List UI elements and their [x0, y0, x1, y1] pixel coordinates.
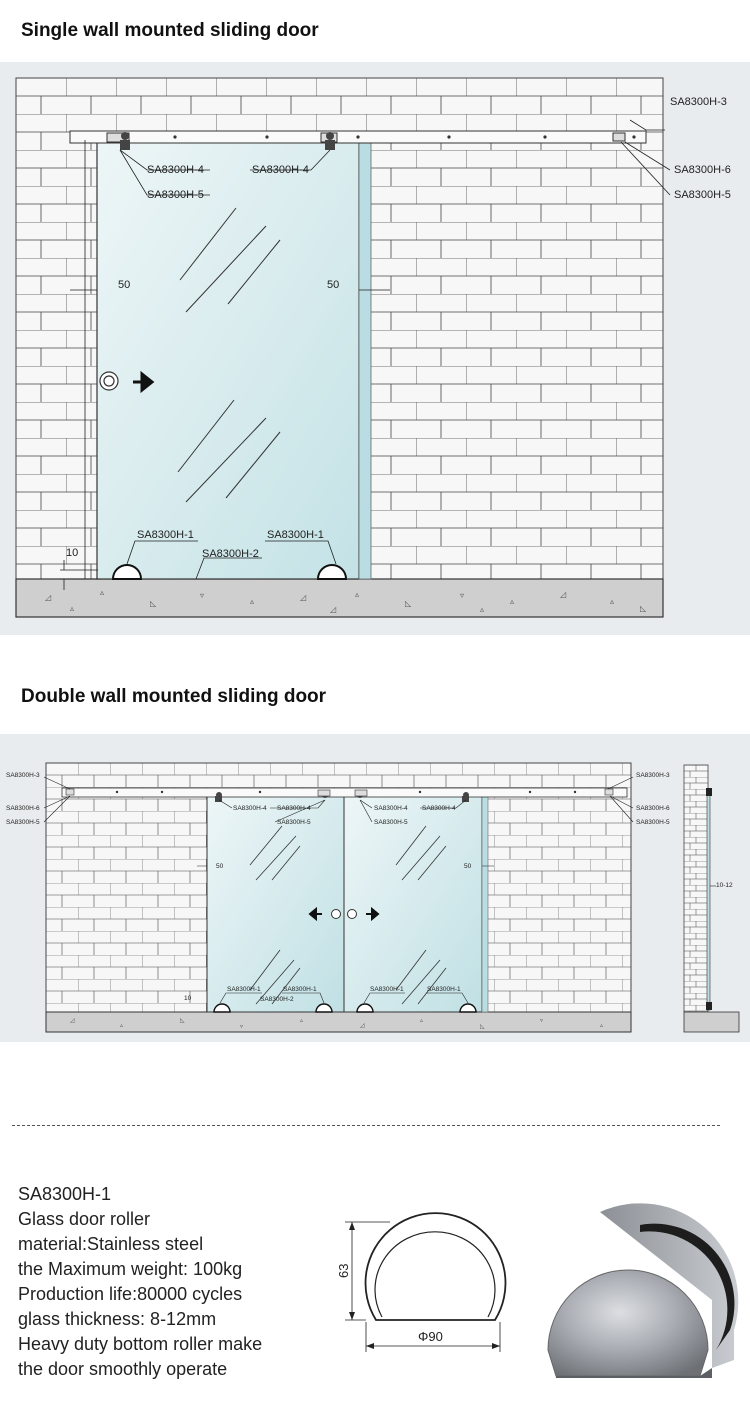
rollers — [213, 1003, 477, 1013]
spec-name: Glass door roller — [18, 1209, 151, 1229]
label-roller-a: SA8300H-1 — [227, 986, 261, 993]
label-hanger-b: SA8300H-4 — [277, 805, 311, 812]
svg-text:◺: ◺ — [405, 599, 412, 608]
label-hanger-a: SA8300H-4 — [233, 805, 267, 812]
label-hanger-d: SA8300H-4 — [422, 805, 456, 812]
roller-right — [316, 564, 348, 580]
svg-text:▵: ▵ — [420, 1018, 423, 1024]
label-roller-right: SA8300H-1 — [267, 529, 324, 541]
svg-text:▵: ▵ — [120, 1023, 123, 1029]
svg-text:▵: ▵ — [480, 605, 484, 614]
hanger-left — [106, 132, 130, 150]
label-hanger-left-b: SA8300H-5 — [147, 189, 204, 201]
door-handles — [308, 906, 380, 922]
svg-text:◿: ◿ — [45, 593, 52, 602]
label-guide: SA8300H-2 — [260, 996, 294, 1003]
roller-technical-drawing: 63 Φ90 — [336, 1212, 507, 1352]
dim-floor-gap: 10 — [184, 995, 192, 1002]
roller-product-photo — [547, 1203, 739, 1378]
roller-left — [111, 564, 143, 580]
label-stopper: SA8300H-6 — [674, 164, 731, 176]
svg-text:▵: ▵ — [250, 597, 254, 606]
svg-text:◺: ◺ — [150, 599, 157, 608]
spec-material: material:Stainless steel — [18, 1234, 204, 1254]
dim-width: Φ90 — [418, 1329, 443, 1344]
label-roller-b: SA8300H-1 — [283, 986, 317, 993]
svg-text:◿: ◿ — [70, 1018, 75, 1024]
svg-text:▿: ▿ — [460, 591, 464, 600]
svg-text:▿: ▿ — [540, 1018, 543, 1024]
side-section-wall — [683, 764, 709, 1013]
spec-production-life: Production life:80000 cycles — [18, 1284, 243, 1304]
label-left-6: SA8300H-6 — [6, 805, 40, 812]
label-top-right: SA8300H-3 — [670, 96, 727, 108]
svg-text:◿: ◿ — [330, 605, 337, 614]
spec-max-weight: the Maximum weight: 100kg — [18, 1259, 243, 1279]
svg-text:◿: ◿ — [360, 1023, 365, 1029]
single-door-diagram: ◿▵◺▿ ▵◿▵◺ ▿▵◿▵ ▵◿▵◺ 50 50 10 S — [0, 62, 750, 635]
section-divider — [12, 1125, 720, 1126]
top-track — [61, 787, 628, 798]
label-hanger-mid: SA8300H-4 — [252, 164, 309, 176]
label-hanger-c5: SA8300H-5 — [374, 819, 408, 826]
label-left-3: SA8300H-3 — [6, 772, 40, 779]
spec-model: SA8300H-1 — [18, 1184, 112, 1204]
dim-left-gap: 50 — [216, 863, 224, 870]
svg-text:▿: ▿ — [200, 591, 204, 600]
spec-description-1: Heavy duty bottom roller make — [18, 1334, 263, 1354]
svg-text:▵: ▵ — [100, 588, 104, 597]
svg-text:▵: ▵ — [355, 590, 359, 599]
label-hanger-b5: SA8300H-5 — [277, 819, 311, 826]
label-hanger-c: SA8300H-4 — [374, 805, 408, 812]
svg-text:◺: ◺ — [180, 1018, 185, 1024]
svg-text:◿: ◿ — [300, 593, 307, 602]
product-spec-list: SA8300H-1 Glass door roller material:Sta… — [18, 1182, 262, 1382]
dim-right-gap: 50 — [327, 279, 339, 291]
svg-text:◺: ◺ — [480, 1024, 485, 1030]
label-roller-d: SA8300H-1 — [427, 986, 461, 993]
dim-floor-gap: 10 — [66, 547, 78, 559]
spec-description-2: the door smoothly operate — [18, 1359, 228, 1379]
side-section-floor — [683, 1011, 740, 1033]
svg-text:▵: ▵ — [300, 1018, 303, 1024]
hanger-mid — [320, 132, 338, 150]
label-right-3: SA8300H-3 — [636, 772, 670, 779]
dim-side-thickness: 10-12 — [716, 882, 733, 889]
label-left-5: SA8300H-5 — [6, 819, 40, 826]
double-door-diagram: ◿ ▵ ◺ ▿ ▵ ◿ ▵ ◺ ▿ ▵ — [0, 734, 750, 1042]
glass-door-panel — [96, 139, 360, 580]
dim-right-gap: 50 — [464, 863, 472, 870]
svg-text:▵: ▵ — [70, 604, 74, 613]
svg-text:▵: ▵ — [510, 597, 514, 606]
svg-text:▵: ▵ — [610, 597, 614, 606]
label-roller-left: SA8300H-1 — [137, 529, 194, 541]
glass-door-right — [343, 795, 483, 1013]
concrete-floor — [45, 1011, 632, 1033]
stopper — [612, 132, 626, 142]
label-roller-c: SA8300H-1 — [370, 986, 404, 993]
label-right-6: SA8300H-6 — [636, 805, 670, 812]
label-guide: SA8300H-2 — [202, 548, 259, 560]
dim-height: 63 — [336, 1264, 351, 1278]
door-handle — [99, 370, 155, 394]
svg-text:▵: ▵ — [600, 1023, 603, 1029]
label-right-5: SA8300H-5 — [636, 819, 670, 826]
spec-glass-thickness: glass thickness: 8-12mm — [18, 1309, 217, 1329]
svg-text:◺: ◺ — [640, 604, 647, 613]
label-stopper-b: SA8300H-5 — [674, 189, 731, 201]
double-door-title: Double wall mounted sliding door — [21, 686, 327, 707]
svg-text:▿: ▿ — [240, 1024, 243, 1030]
single-door-title: Single wall mounted sliding door — [21, 20, 319, 41]
svg-text:◿: ◿ — [560, 590, 567, 599]
glass-door-left — [206, 795, 345, 1013]
label-hanger-left: SA8300H-4 — [147, 164, 204, 176]
dim-left-gap: 50 — [118, 279, 130, 291]
